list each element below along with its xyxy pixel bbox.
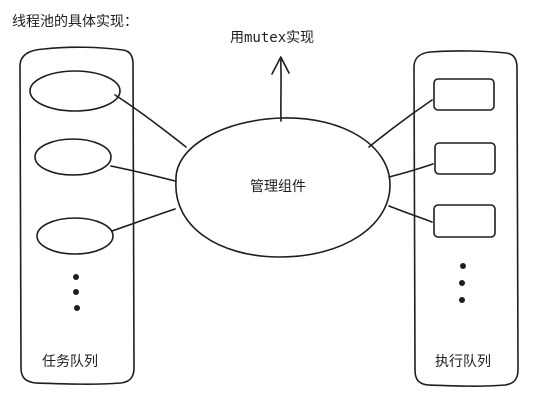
mutex-arrow-head bbox=[271, 56, 290, 75]
task-item-3 bbox=[36, 217, 114, 255]
task-queue: 任务队列 bbox=[19, 46, 135, 385]
task-item-1 bbox=[29, 70, 121, 112]
mutex-label-suffix: 实现 bbox=[286, 30, 314, 46]
exec-connectors bbox=[368, 99, 434, 223]
task-queue-label: 任务队列 bbox=[42, 354, 98, 370]
exec-queue: 执行队列 bbox=[413, 50, 519, 387]
task-ellipsis-dot-1 bbox=[73, 274, 79, 280]
diagram-title: 线程池的具体实现： bbox=[12, 14, 138, 30]
mutex-label-keyword: mutex bbox=[244, 30, 286, 46]
exec-connector-2 bbox=[388, 163, 434, 178]
exec-ellipsis-dot-2 bbox=[459, 280, 465, 286]
management-ellipse bbox=[175, 117, 391, 258]
management-component: 管理组件 bbox=[175, 117, 391, 258]
task-connector-3 bbox=[111, 208, 176, 232]
task-connector-1 bbox=[114, 94, 187, 148]
management-label: 管理组件 bbox=[250, 179, 306, 195]
task-connectors bbox=[110, 94, 187, 232]
task-ellipsis-dot-2 bbox=[73, 289, 79, 295]
exec-ellipsis-dot-3 bbox=[459, 297, 465, 303]
exec-connector-1 bbox=[368, 99, 433, 148]
exec-item-2 bbox=[434, 142, 496, 175]
exec-queue-container bbox=[413, 50, 519, 387]
mutex-label-prefix: 用 bbox=[230, 30, 244, 46]
task-connector-2 bbox=[110, 165, 176, 182]
mutex-label: 用mutex实现 bbox=[230, 30, 314, 46]
task-item-2 bbox=[34, 138, 112, 176]
exec-connector-3 bbox=[388, 205, 433, 223]
exec-ellipsis-dot-1 bbox=[460, 263, 466, 269]
exec-item-1 bbox=[433, 78, 495, 111]
exec-queue-label: 执行队列 bbox=[435, 354, 491, 370]
mutex-arrow bbox=[271, 56, 290, 122]
exec-item-3 bbox=[433, 204, 496, 238]
task-ellipsis-dot-3 bbox=[74, 305, 80, 311]
task-queue-container bbox=[19, 46, 135, 385]
